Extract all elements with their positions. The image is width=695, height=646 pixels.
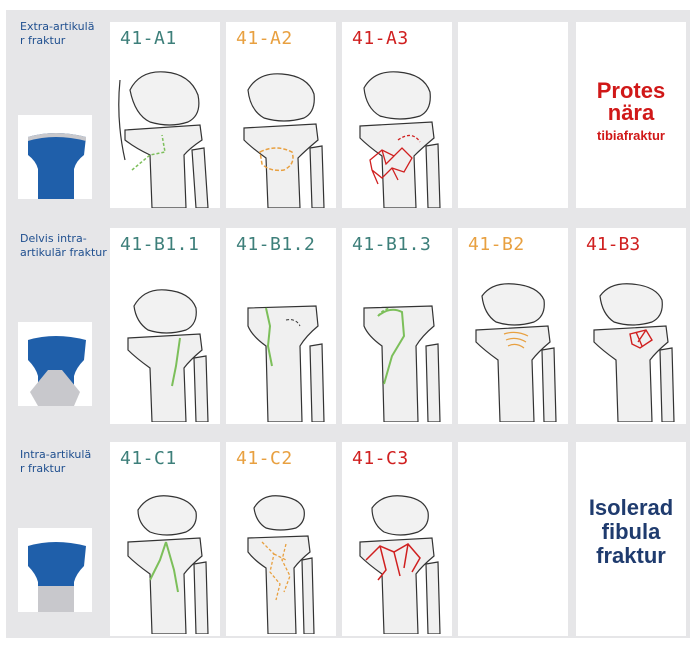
row-label-partial-intra-articular: Delvis intra-artikulär fraktur: [6, 222, 106, 422]
special-line1: Isolerad: [576, 496, 686, 520]
special-line3: tibiafraktur: [576, 128, 686, 143]
empty-cell: [458, 22, 568, 208]
classification-code: 41-A2: [236, 28, 293, 49]
knee-xray-illustration: [342, 266, 452, 422]
cell-41-B1-1[interactable]: 41-B1.1: [110, 228, 220, 424]
knee-xray-illustration: [458, 266, 568, 422]
isolated-fibula-fracture-label: Isolerad fibula fraktur: [576, 442, 686, 636]
empty-cell: [458, 442, 568, 636]
classification-code: 41-C3: [352, 448, 409, 469]
classification-code: 41-C2: [236, 448, 293, 469]
knee-xray-illustration: [110, 60, 220, 208]
row-label-extra-articular: Extra-artikulä r fraktur: [6, 10, 106, 210]
knee-xray-illustration: [226, 266, 336, 422]
cell-41-A2[interactable]: 41-A2: [226, 22, 336, 208]
classification-code: 41-A3: [352, 28, 409, 49]
cell-41-B1-3[interactable]: 41-B1.3: [342, 228, 452, 424]
tibia-thumbnail-extra: [18, 115, 92, 199]
knee-xray-illustration: [226, 480, 336, 634]
classification-code: 41-B2: [468, 234, 525, 255]
knee-xray-illustration: [342, 480, 452, 634]
classification-code: 41-B3: [586, 234, 640, 255]
special-line2: nära: [576, 102, 686, 124]
row-label-intra-articular: Intra-artikulä r fraktur: [6, 438, 106, 638]
knee-xray-illustration: [226, 60, 336, 208]
cell-41-C2[interactable]: 41-C2: [226, 442, 336, 636]
knee-xray-illustration: [110, 266, 220, 422]
knee-xray-illustration: [576, 266, 686, 422]
classification-code: 41-B1.1: [120, 234, 199, 255]
knee-xray-illustration: [110, 480, 220, 634]
special-line2: fibula: [576, 520, 686, 544]
row-label-text: Extra-artikulä r fraktur: [20, 20, 98, 48]
tibia-thumbnail-partial: [18, 322, 92, 406]
special-line3: fraktur: [576, 544, 686, 568]
cell-41-B2[interactable]: 41-B2: [458, 228, 568, 424]
cell-41-B1-2[interactable]: 41-B1.2: [226, 228, 336, 424]
row-label-text: Intra-artikulä r fraktur: [20, 448, 98, 476]
cell-41-C1[interactable]: 41-C1: [110, 442, 220, 636]
tibia-thumbnail-intra: [18, 528, 92, 612]
classification-code: 41-B1.2: [236, 234, 315, 255]
classification-code: 41-A1: [120, 28, 177, 49]
classification-code: 41-C1: [120, 448, 177, 469]
cell-41-B3[interactable]: 41-B3: [576, 228, 686, 424]
cell-41-A1[interactable]: 41-A1: [110, 22, 220, 208]
special-line1: Protes: [576, 80, 686, 102]
knee-xray-illustration: [342, 60, 452, 208]
cell-41-A3[interactable]: 41-A3: [342, 22, 452, 208]
row-label-text: Delvis intra-artikulär fraktur: [20, 232, 108, 260]
fracture-classification-grid: Extra-artikulä r fraktur 41-A1 41-A2 41-…: [6, 10, 690, 638]
classification-code: 41-B1.3: [352, 234, 431, 255]
cell-41-C3[interactable]: 41-C3: [342, 442, 452, 636]
prosthesis-near-fracture-label: Protes nära tibiafraktur: [576, 22, 686, 208]
